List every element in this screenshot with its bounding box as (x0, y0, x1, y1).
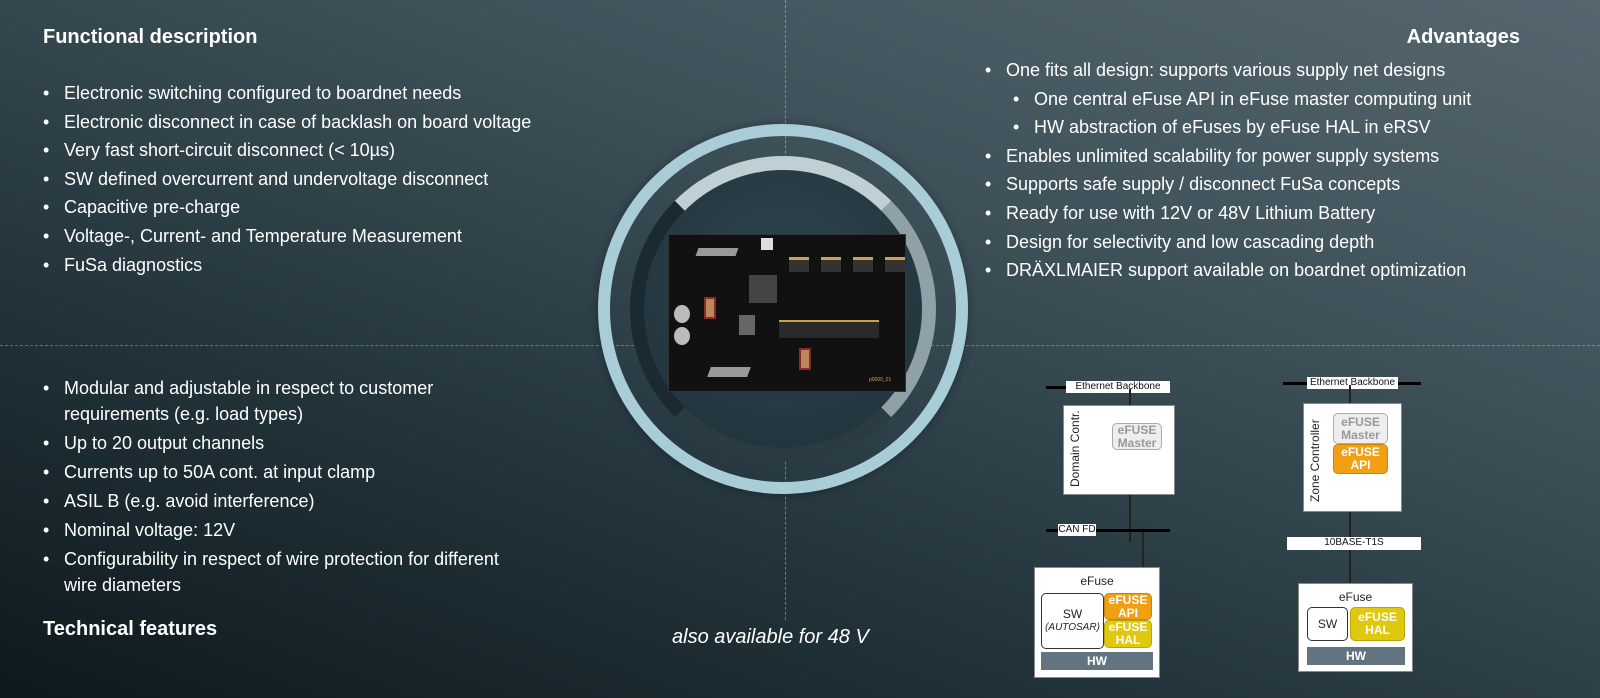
sw-chip: SW (AUTOSAR) (1041, 593, 1104, 649)
zone-controller-label: Zone Controller (1308, 419, 1322, 502)
sw-chip: SW (1307, 607, 1348, 641)
list-item: Configurability in respect of wire prote… (43, 546, 503, 598)
list-item: Design for selectivity and low cascading… (985, 228, 1471, 257)
hw-block: HW (1307, 647, 1405, 665)
list-item: Currents up to 50A cont. at input clamp (43, 459, 503, 485)
technical-list: Modular and adjustable in respect to cus… (43, 375, 503, 598)
sw-label: SW (1062, 607, 1083, 621)
list-item: Voltage-, Current- and Temperature Measu… (43, 222, 531, 251)
list-item: One fits all design: supports various su… (985, 56, 1471, 85)
advantages-list: One fits all design: supports various su… (985, 56, 1471, 285)
list-item: Capacitive pre-charge (43, 193, 531, 222)
efuse-api-chip: eFUSE API (1104, 593, 1152, 620)
functional-list: Electronic switching configured to board… (43, 79, 531, 279)
pcb-image: p0000_01 (668, 234, 906, 392)
10base-t1s-label: 10BASE-T1S (1287, 537, 1421, 550)
domain-controller-label: Domain Contr. (1068, 410, 1082, 487)
functional-title: Functional description (43, 26, 258, 48)
list-item: FuSa diagnostics (43, 251, 531, 280)
can-fd-label: CAN FD (1058, 524, 1096, 536)
list-item: Nominal voltage: 12V (43, 517, 503, 543)
list-item: ASIL B (e.g. avoid interference) (43, 488, 503, 514)
advantages-title: Advantages (1406, 26, 1520, 48)
list-item: Very fast short-circuit disconnect (< 10… (43, 136, 531, 165)
domain-controller-box (1063, 405, 1175, 495)
pcb-label: p0000_01 (869, 377, 892, 383)
autosar-label: (AUTOSAR) (1045, 622, 1100, 633)
list-item: DRÄXLMAIER support available on boardnet… (985, 256, 1471, 285)
efuse-api-chip: eFUSE API (1333, 444, 1388, 474)
list-item: HW abstraction of eFuses by eFuse HAL in… (985, 113, 1471, 142)
list-item: Ready for use with 12V or 48V Lithium Ba… (985, 199, 1471, 228)
ethernet-backbone-label: Ethernet Backbone (1307, 377, 1398, 389)
list-item: Modular and adjustable in respect to cus… (43, 375, 503, 427)
efuse-label: eFuse (1080, 574, 1114, 588)
list-item: Enables unlimited scalability for power … (985, 142, 1471, 171)
list-item: One central eFuse API in eFuse master co… (985, 85, 1471, 114)
efuse-label: eFuse (1338, 590, 1373, 604)
list-item: Electronic switching configured to board… (43, 79, 531, 108)
list-item: Supports safe supply / disconnect FuSa c… (985, 170, 1471, 199)
list-item: Electronic disconnect in case of backlas… (43, 108, 531, 137)
efuse-hal-chip: eFUSE HAL (1104, 620, 1152, 648)
note-48v: also available for 48 V (672, 626, 869, 648)
list-item: Up to 20 output channels (43, 430, 503, 456)
list-item: SW defined overcurrent and undervoltage … (43, 165, 531, 194)
efuse-master-chip: eFUSE Master (1112, 423, 1162, 450)
technical-title: Technical features (43, 618, 218, 640)
efuse-master-chip: eFUSE Master (1333, 413, 1388, 444)
ethernet-backbone-label: Ethernet Backbone (1066, 381, 1170, 393)
efuse-hal-chip: eFUSE HAL (1350, 607, 1405, 641)
hw-block: HW (1041, 652, 1153, 670)
